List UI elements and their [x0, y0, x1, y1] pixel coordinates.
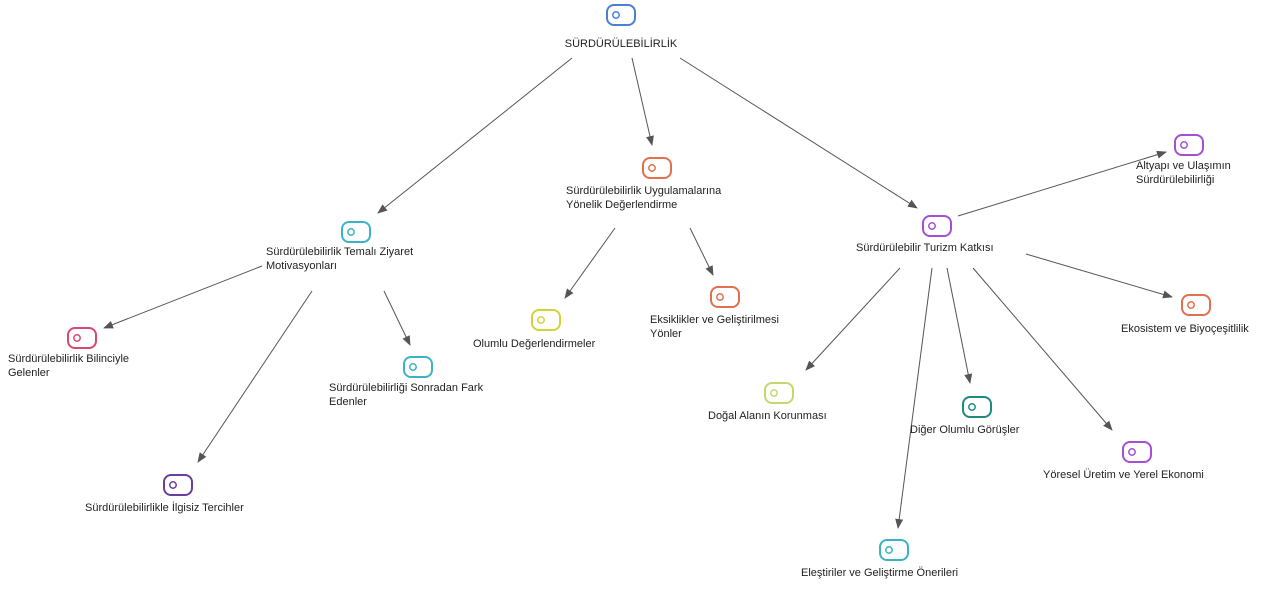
tag-hole-icon — [968, 403, 976, 411]
tag-hole-icon — [716, 293, 724, 301]
edge-motivation-to-conscious — [103, 265, 263, 329]
edge-motivation-to-later — [383, 290, 411, 346]
tag-icon — [764, 382, 794, 404]
node-label-line: Olumlu Değerlendirmeler — [473, 338, 596, 350]
tag-icon — [1174, 134, 1204, 156]
tag-icon — [531, 309, 561, 331]
tag-icon — [922, 215, 952, 237]
code-icon-tourism[interactable] — [922, 215, 952, 237]
edge-evaluation-to-shortcomings — [689, 227, 714, 276]
node-label-line: Sürdürülebilirlikle İlgisiz Tercihler — [85, 502, 244, 514]
node-label-line: Yönler — [650, 328, 682, 340]
node-label-ecosystem[interactable]: Ekosistem ve Biyoçeşitlilik — [1121, 322, 1249, 336]
edge-tourism-to-other_positive — [946, 267, 973, 384]
node-label-line: Ekosistem ve Biyoçeşitlilik — [1121, 323, 1249, 335]
node-label-positive_eval[interactable]: Olumlu Değerlendirmeler — [473, 337, 595, 351]
node-label-line: Yönelik Değerlendirme — [566, 199, 678, 211]
code-icon-positive_eval[interactable] — [531, 309, 561, 331]
tag-icon — [710, 286, 740, 308]
tag-icon — [163, 474, 193, 496]
tag-icon — [341, 221, 371, 243]
node-label-line: Eleştiriler ve Geliştirme Önerileri — [801, 567, 959, 579]
node-label-root[interactable]: SÜRDÜRÜLEBİLİRLİK — [521, 37, 721, 51]
tag-hole-icon — [537, 316, 545, 324]
tag-hole-icon — [885, 546, 893, 554]
tag-icon — [962, 396, 992, 418]
node-label-line: Yöresel Üretim ve Yerel Ekonomi — [1043, 469, 1204, 481]
edge-root-to-evaluation — [631, 57, 654, 146]
tag-icon — [1122, 441, 1152, 463]
node-label-line: Sürdürülebilirlik Temalı Ziyaret — [266, 246, 414, 258]
node-label-line: Diğer Olumlu Görüşler — [910, 424, 1020, 436]
code-icon-shortcomings[interactable] — [710, 286, 740, 308]
edge-tourism-to-criticism — [895, 267, 933, 529]
tag-hole-icon — [73, 334, 81, 342]
code-icon-nature[interactable] — [764, 382, 794, 404]
node-label-other_positive[interactable]: Diğer Olumlu Görüşler — [910, 423, 1019, 437]
node-label-line: SÜRDÜRÜLEBİLİRLİK — [564, 38, 678, 50]
node-label-line: Gelenler — [8, 367, 50, 379]
tag-hole-icon — [612, 11, 620, 19]
code-icon-irrelevant[interactable] — [163, 474, 193, 496]
edge-evaluation-to-positive_eval — [564, 227, 616, 299]
code-icon-ecosystem[interactable] — [1181, 294, 1211, 316]
node-label-line: Sürdürülebilirlik Uygulamalarına — [566, 185, 722, 197]
node-label-line: Sürdürülebilir Turizm Katkısı — [856, 242, 994, 254]
node-label-line: Sürdürülebilirliği — [1136, 174, 1215, 186]
tag-hole-icon — [1187, 301, 1195, 309]
edge-tourism-to-infrastructure — [957, 150, 1167, 217]
tag-hole-icon — [648, 164, 656, 172]
node-label-line: Sürdürülebilirliği Sonradan Fark — [329, 382, 484, 394]
edge-root-to-tourism — [679, 57, 918, 209]
node-label-nature[interactable]: Doğal Alanın Korunması — [708, 409, 827, 423]
tag-hole-icon — [347, 228, 355, 236]
code-icon-evaluation[interactable] — [642, 157, 672, 179]
tag-hole-icon — [928, 222, 936, 230]
code-icon-root[interactable] — [606, 4, 636, 26]
code-icon-motivation[interactable] — [341, 221, 371, 243]
edge-tourism-to-ecosystem — [1025, 253, 1173, 299]
code-icon-infrastructure[interactable] — [1174, 134, 1204, 156]
tag-hole-icon — [409, 363, 417, 371]
tag-hole-icon — [1128, 448, 1136, 456]
edge-motivation-to-irrelevant — [197, 290, 313, 463]
node-label-line: Doğal Alanın Korunması — [708, 410, 827, 422]
tag-icon — [879, 539, 909, 561]
tag-hole-icon — [1180, 141, 1188, 149]
code-icon-later[interactable] — [403, 356, 433, 378]
node-label-line: Motivasyonları — [266, 260, 337, 272]
tag-icon — [67, 327, 97, 349]
node-label-criticism[interactable]: Eleştiriler ve Geliştirme Önerileri — [801, 566, 958, 580]
edge-root-to-motivation — [377, 57, 573, 214]
node-label-tourism[interactable]: Sürdürülebilir Turizm Katkısı — [856, 241, 994, 255]
code-icon-other_positive[interactable] — [962, 396, 992, 418]
edge-tourism-to-local_economy — [972, 267, 1113, 431]
code-icon-conscious[interactable] — [67, 327, 97, 349]
tag-hole-icon — [169, 481, 177, 489]
node-label-irrelevant[interactable]: Sürdürülebilirlikle İlgisiz Tercihler — [85, 501, 244, 515]
node-label-line: Eksiklikler ve Geliştirilmesi — [650, 314, 779, 326]
node-label-local_economy[interactable]: Yöresel Üretim ve Yerel Ekonomi — [1043, 468, 1204, 482]
tag-icon — [642, 157, 672, 179]
node-label-line: Edenler — [329, 396, 367, 408]
edge-tourism-to-nature — [805, 267, 901, 371]
tag-hole-icon — [770, 389, 778, 397]
tag-icon — [606, 4, 636, 26]
node-label-line: Sürdürülebilirlik Bilinciyle — [8, 353, 130, 365]
code-icon-criticism[interactable] — [879, 539, 909, 561]
code-icon-local_economy[interactable] — [1122, 441, 1152, 463]
node-label-line: Altyapı ve Ulaşımın — [1136, 160, 1231, 172]
tag-icon — [1181, 294, 1211, 316]
tag-icon — [403, 356, 433, 378]
